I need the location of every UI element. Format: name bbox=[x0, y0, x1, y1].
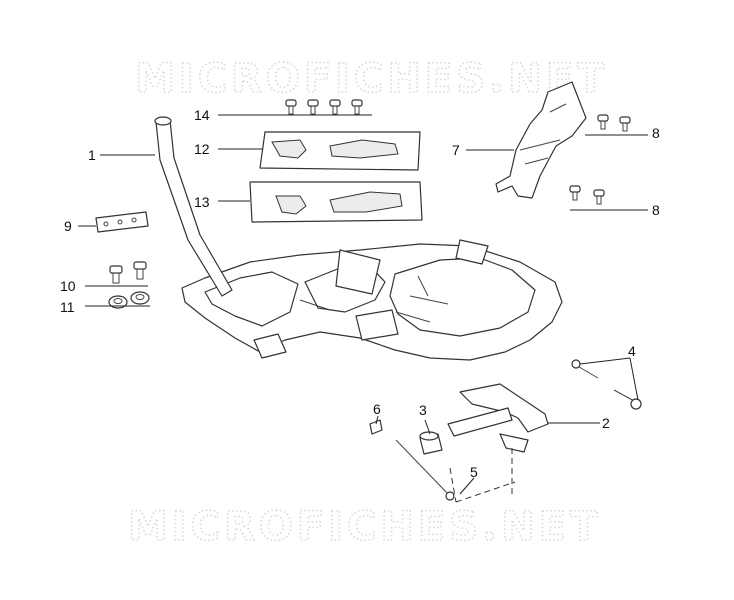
leader-lines bbox=[78, 114, 648, 495]
callout-5: 5 bbox=[470, 464, 478, 480]
callout-7: 7 bbox=[452, 142, 460, 158]
long-bolt-drawing bbox=[395, 439, 455, 501]
panel-lower-drawing bbox=[249, 181, 423, 223]
panel-upper-drawing bbox=[259, 131, 421, 171]
axle-bolts-drawing bbox=[571, 359, 642, 410]
callout-4: 4 bbox=[628, 343, 636, 359]
callout-8-upper: 8 bbox=[652, 125, 660, 141]
callout-2: 2 bbox=[602, 415, 610, 431]
stand-drawing bbox=[447, 383, 549, 503]
nuts-11-drawing bbox=[108, 291, 150, 309]
callout-13: 13 bbox=[194, 194, 210, 210]
bolts-row-drawing bbox=[285, 99, 363, 115]
callout-8-lower: 8 bbox=[652, 202, 660, 218]
callout-10: 10 bbox=[60, 278, 76, 294]
watermark-bottom: MICROFICHES.NET bbox=[128, 504, 601, 550]
callout-14: 14 bbox=[194, 107, 210, 123]
callout-11: 11 bbox=[60, 299, 75, 315]
plate-drawing bbox=[95, 211, 149, 233]
watermark-top: MICROFICHES.NET bbox=[135, 56, 608, 102]
callout-3: 3 bbox=[419, 402, 427, 418]
main-frame-drawing bbox=[154, 116, 563, 361]
sleeve-drawing bbox=[419, 431, 443, 455]
bolts-10-drawing bbox=[109, 261, 147, 284]
callout-9: 9 bbox=[64, 218, 72, 234]
bracket-drawing bbox=[495, 81, 587, 199]
callout-6: 6 bbox=[373, 401, 381, 417]
callout-12: 12 bbox=[194, 141, 210, 157]
bolts-8-drawing bbox=[569, 114, 631, 205]
callout-1: 1 bbox=[88, 147, 96, 163]
